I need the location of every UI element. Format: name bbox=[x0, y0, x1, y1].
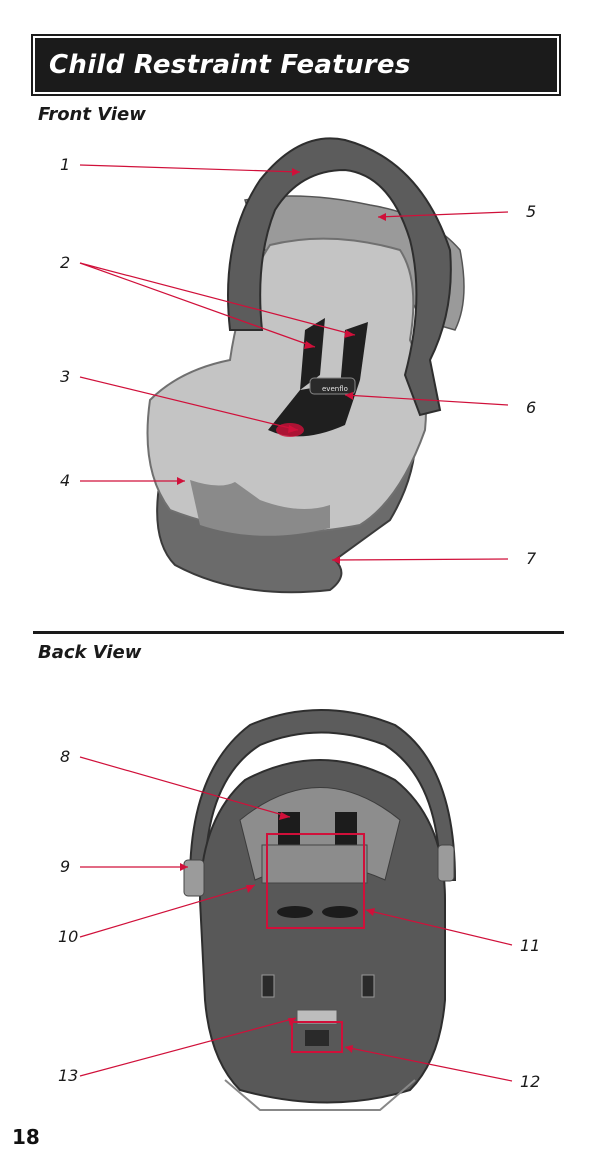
harness-strap-left bbox=[300, 318, 325, 390]
carry-handle bbox=[227, 137, 452, 417]
highlight-box-12 bbox=[291, 1021, 343, 1053]
leader-line-3 bbox=[79, 376, 299, 431]
callout-2: 2 bbox=[60, 253, 71, 272]
harness-splitter-plate bbox=[261, 844, 368, 884]
rear-slot-right bbox=[322, 906, 358, 918]
callout-7: 7 bbox=[526, 549, 537, 568]
back-leader-lines bbox=[79, 756, 513, 1082]
belt-guide-left bbox=[261, 974, 275, 998]
section-title-bar: Child Restraint Features bbox=[31, 34, 561, 96]
callout-12: 12 bbox=[520, 1072, 541, 1091]
harness-slot-right bbox=[335, 812, 357, 852]
harness-slot-left bbox=[278, 812, 300, 852]
front-leader-lines bbox=[79, 164, 509, 561]
leader-line-10 bbox=[79, 884, 256, 938]
leader-line-7 bbox=[331, 558, 509, 561]
page-title: Child Restraint Features bbox=[49, 50, 411, 80]
leader-line-6 bbox=[344, 394, 509, 406]
carry-handle-back bbox=[188, 709, 457, 881]
callout-5: 5 bbox=[526, 202, 537, 221]
callout-6: 6 bbox=[526, 398, 537, 417]
front-view-heading: Front View bbox=[38, 104, 146, 125]
rear-slot-left bbox=[277, 906, 313, 918]
callout-13: 13 bbox=[58, 1066, 79, 1085]
callout-4: 4 bbox=[60, 471, 71, 490]
callout-8: 8 bbox=[60, 747, 71, 766]
highlight-box-11 bbox=[266, 833, 365, 929]
front-leader-arrowheads bbox=[177, 168, 386, 564]
leader-line-2a bbox=[79, 262, 316, 348]
callout-9: 9 bbox=[60, 857, 71, 876]
leader-line-5 bbox=[377, 211, 509, 218]
leader-line-8 bbox=[79, 756, 291, 818]
leader-line-13 bbox=[79, 1017, 297, 1077]
harness-adjuster-lever bbox=[296, 1009, 338, 1025]
brand-logo: evenflo bbox=[322, 385, 348, 393]
handle-release-left bbox=[183, 859, 205, 897]
shell-feet bbox=[224, 1079, 416, 1111]
chest-clip bbox=[309, 377, 356, 395]
leader-line-12 bbox=[344, 1046, 513, 1082]
back-leader-arrowheads bbox=[180, 812, 375, 1053]
handle-release-right bbox=[437, 844, 455, 882]
callout-1: 1 bbox=[60, 155, 71, 174]
callout-11: 11 bbox=[520, 936, 541, 955]
crotch-area bbox=[190, 480, 330, 536]
page-number: 18 bbox=[12, 1125, 40, 1149]
leader-line-2b bbox=[79, 262, 356, 336]
harness-adjuster-strap bbox=[305, 1030, 329, 1046]
section-divider bbox=[33, 631, 564, 634]
leader-line-11 bbox=[365, 909, 513, 946]
callout-10: 10 bbox=[58, 927, 79, 946]
back-view-heading: Back View bbox=[38, 642, 142, 663]
callout-3: 3 bbox=[60, 367, 71, 386]
harness-strap-right bbox=[340, 322, 368, 388]
leader-line-1 bbox=[79, 164, 301, 173]
belt-guide-right bbox=[361, 974, 375, 998]
